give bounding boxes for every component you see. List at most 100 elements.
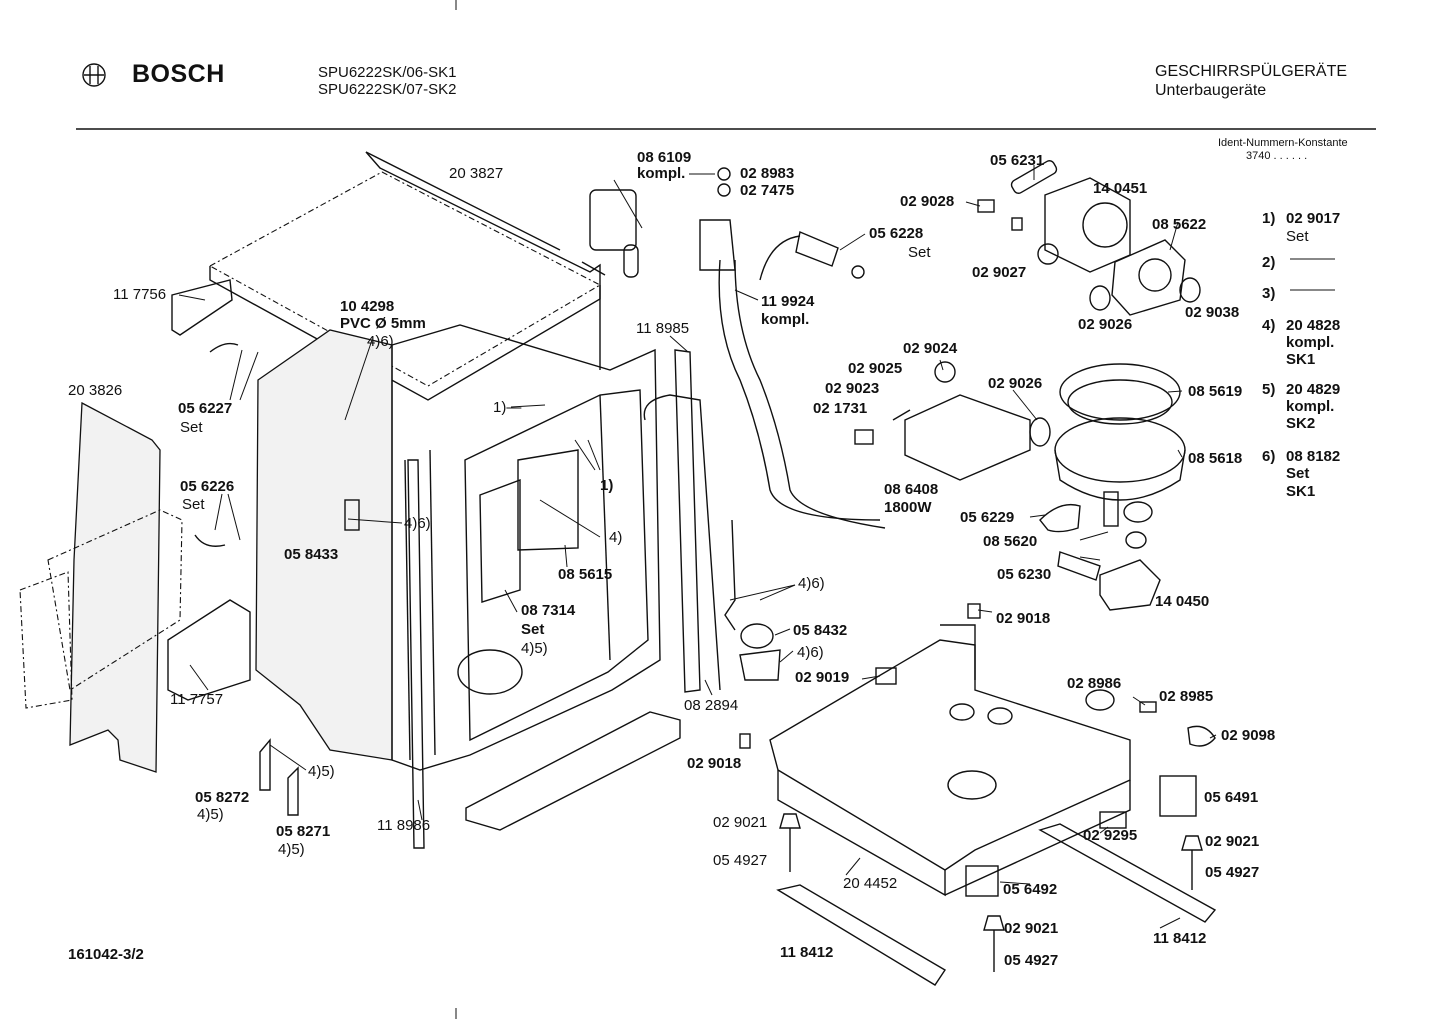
part-label: 05 6229 (960, 509, 1015, 526)
part-label: 20 3827 (449, 165, 504, 182)
part-label: 4)5) (308, 763, 335, 780)
part-label: PVC Ø 5mm (340, 315, 426, 332)
legend-line: ——— (1290, 250, 1335, 267)
appliance-subcategory: Unterbaugeräte (1155, 82, 1267, 99)
part-label: 08 5618 (1188, 450, 1243, 467)
part-label: 08 5619 (1188, 383, 1243, 400)
ident-value: 3740 . . . . . . (1246, 150, 1308, 162)
part-label: 4)5) (521, 640, 548, 657)
part-label: 05 8271 (276, 823, 331, 840)
part-label: 02 8983 (740, 165, 795, 182)
legend-line: SK1 (1286, 351, 1316, 368)
part-label: 08 6408 (884, 481, 939, 498)
part-label: 10 4298 (340, 298, 395, 315)
part-label: Set (521, 621, 545, 638)
part-label: 11 7757 (170, 691, 224, 708)
part-label: 11 8412 (780, 944, 834, 961)
part-label: 14 0451 (1093, 180, 1148, 197)
legend-key: 5) (1262, 381, 1276, 398)
part-label: 05 8272 (195, 789, 250, 806)
part-label: 08 6109 (637, 149, 692, 166)
part-label: 02 7475 (740, 182, 795, 199)
part-label: 02 9038 (1185, 304, 1240, 321)
pressure-switch-part (724, 519, 781, 681)
part-label: 05 4927 (1004, 952, 1059, 969)
part-label: 08 5615 (558, 566, 613, 583)
part-label: 02 9023 (825, 380, 880, 397)
bosch-logo-icon (82, 63, 106, 87)
part-label: 20 4452 (843, 875, 898, 892)
part-label: 4)6) (798, 575, 825, 592)
legend-line: ——— (1290, 281, 1335, 298)
part-label: 11 8985 (636, 320, 690, 337)
appliance-category: GESCHIRRSPÜLGERÄTE (1155, 63, 1348, 80)
legend-line: Set (1286, 228, 1309, 245)
part-label: 20 3826 (68, 382, 123, 399)
drawing-number: 161042-3/2 (68, 946, 144, 963)
part-label: 11 9924 (761, 293, 815, 310)
part-label: 02 9027 (972, 264, 1027, 281)
part-label: 02 9018 (687, 755, 742, 772)
model-number-2: SPU6222SK/07-SK2 (318, 81, 457, 98)
part-label: 4)6) (367, 333, 394, 350)
screw-part (779, 813, 1203, 972)
pump-motor-part (977, 160, 1201, 316)
part-label: 02 8986 (1067, 675, 1122, 692)
legend-key: 2) (1262, 254, 1276, 271)
legend-line: Set (1286, 465, 1310, 482)
part-label: 02 9021 (713, 814, 768, 831)
part-label: 05 4927 (713, 852, 768, 869)
seal-strip-part (407, 349, 721, 849)
part-label: Set (180, 419, 203, 436)
brand-name: BOSCH (132, 60, 225, 88)
part-label: 11 8412 (1153, 930, 1207, 947)
misc-small-parts (194, 342, 1216, 897)
legend-line: SK1 (1286, 483, 1316, 500)
part-label: 08 2894 (684, 697, 739, 714)
base-frame-part (769, 624, 1131, 897)
inlet-valve-part (589, 167, 886, 529)
legend-key: 1) (1262, 210, 1276, 227)
model-number-1: SPU6222SK/06-SK1 (318, 64, 457, 81)
part-label: 02 9026 (988, 375, 1043, 392)
tub-body-part (255, 324, 661, 771)
part-label: 05 6227 (178, 400, 233, 417)
part-label: 02 1731 (813, 400, 868, 417)
part-label: 05 6230 (997, 566, 1052, 583)
part-label: 11 7756 (113, 286, 167, 303)
legend-line: kompl. (1286, 334, 1335, 351)
sump-filter-part (1039, 363, 1186, 549)
part-label: 02 9026 (1078, 316, 1133, 333)
part-label: kompl. (637, 165, 686, 182)
part-label: 08 5622 (1152, 216, 1207, 233)
legend-key: 4) (1262, 317, 1276, 334)
part-label: 4) (609, 529, 623, 546)
part-label: 05 6228 (869, 225, 924, 242)
part-label: 4)5) (278, 841, 305, 858)
legend-line: 08 8182 (1286, 448, 1341, 465)
part-label: 08 7314 (521, 602, 576, 619)
part-label: 1)— (493, 399, 522, 416)
legend-line: 02 9017 (1286, 210, 1341, 227)
part-label: Set (182, 496, 205, 513)
part-label: 11 8986 (377, 817, 431, 834)
part-label: 4)6) (797, 644, 824, 661)
part-label: 02 9098 (1221, 727, 1276, 744)
part-label: kompl. (761, 311, 810, 328)
legend-line: SK2 (1286, 415, 1316, 432)
part-label: 05 8432 (793, 622, 848, 639)
part-label: 02 8985 (1159, 688, 1214, 705)
foot-rail-part (776, 823, 1217, 986)
part-label: 14 0450 (1155, 593, 1210, 610)
legend-line: kompl. (1286, 398, 1335, 415)
drain-pump-part (1057, 551, 1161, 611)
part-label: 1) (600, 477, 614, 494)
part-label: 02 9295 (1083, 827, 1138, 844)
part-label: 05 6491 (1204, 789, 1259, 806)
leader-lines (178, 165, 1217, 929)
ident-title: Ident-Nummern-Konstante (1218, 137, 1348, 149)
part-label: 4)6) (404, 515, 431, 532)
part-label: 05 8433 (284, 546, 339, 563)
part-label: 05 6231 (990, 152, 1045, 169)
part-label: Set (908, 244, 931, 261)
